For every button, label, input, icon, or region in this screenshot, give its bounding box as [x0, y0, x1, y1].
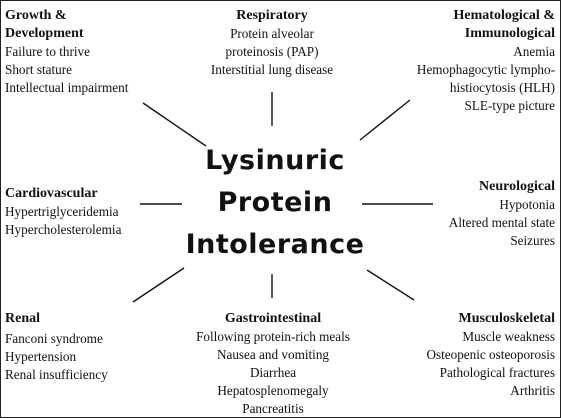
category-heading: Gastrointestinal [224, 311, 322, 326]
category-heading: Development [5, 26, 84, 41]
category-item: Hypercholesterolemia [5, 222, 122, 237]
category-item: Hypotonia [499, 197, 555, 212]
spoke-hematological [359, 99, 411, 141]
category-hematological-immunological: Hematological & Immunological Anemia Hem… [417, 7, 555, 115]
category-heading: Hematological & [453, 8, 555, 23]
category-heading: Immunological [464, 26, 555, 41]
category-respiratory: Respiratory Protein alveolar proteinosis… [188, 7, 356, 79]
category-item: Hemophagocytic lympho- [416, 62, 555, 77]
category-heading: Renal [5, 311, 40, 326]
category-item: Fanconi syndrome [5, 331, 103, 346]
title-line-2: Protein [217, 187, 333, 218]
category-item: Altered mental state [448, 215, 555, 230]
category-item: Nausea and vomiting [216, 347, 330, 362]
category-item: Hypertriglyceridemia [5, 204, 119, 219]
category-heading: Respiratory [236, 8, 308, 23]
category-renal: Renal Fanconi syndrome Hypertension Rena… [5, 310, 108, 384]
category-item: SLE-type picture [464, 98, 555, 113]
category-gastrointestinal: Gastrointestinal Following protein-rich … [168, 310, 378, 418]
category-item: Osteopenic osteoporosis [426, 347, 555, 362]
category-item: Diarrhea [249, 365, 297, 380]
category-item: Short stature [5, 62, 73, 77]
spoke-renal [132, 267, 185, 303]
spoke-musculoskeletal [366, 269, 415, 301]
title-line-3: Intolerance [185, 229, 365, 260]
category-item: Failure to thrive [5, 44, 90, 59]
category-item: Seizures [510, 233, 555, 248]
category-item: Protein alveolar [230, 26, 314, 41]
category-heading: Cardiovascular [5, 186, 98, 201]
category-heading: Growth & [5, 8, 67, 23]
category-item: Following protein-rich meals [196, 329, 350, 344]
category-neurological: Neurological Hypotonia Altered mental st… [449, 178, 555, 250]
category-heading: Musculoskeletal [458, 311, 555, 326]
category-item: Hepatosplenomegaly [217, 383, 329, 398]
category-heading: Neurological [479, 179, 555, 194]
category-item: Pathological fractures [439, 365, 555, 380]
category-item: proteinosis (PAP) [225, 44, 319, 59]
category-item: Interstitial lung disease [210, 62, 334, 77]
category-item: Renal insufficiency [5, 367, 108, 382]
category-item: Hypertension [5, 349, 77, 364]
category-musculoskeletal: Musculoskeletal Muscle weakness Osteopen… [426, 310, 555, 400]
category-item: Pancreatitis [242, 401, 304, 416]
category-item: Anemia [513, 44, 555, 59]
category-item: Intellectual impairment [5, 80, 129, 95]
title-line-1: Lysinuric [205, 145, 345, 176]
spoke-growth [142, 102, 207, 147]
category-cardiovascular: Cardiovascular Hypertriglyceridemia Hype… [5, 185, 121, 239]
category-item: histiocytosis (HLH) [449, 80, 555, 95]
center-title: Lysinuric Protein Intolerance [170, 140, 380, 266]
category-item: Arthritis [510, 383, 555, 398]
category-item: Muscle weakness [462, 329, 555, 344]
category-growth-development: Growth & Development Failure to thrive S… [5, 7, 128, 97]
